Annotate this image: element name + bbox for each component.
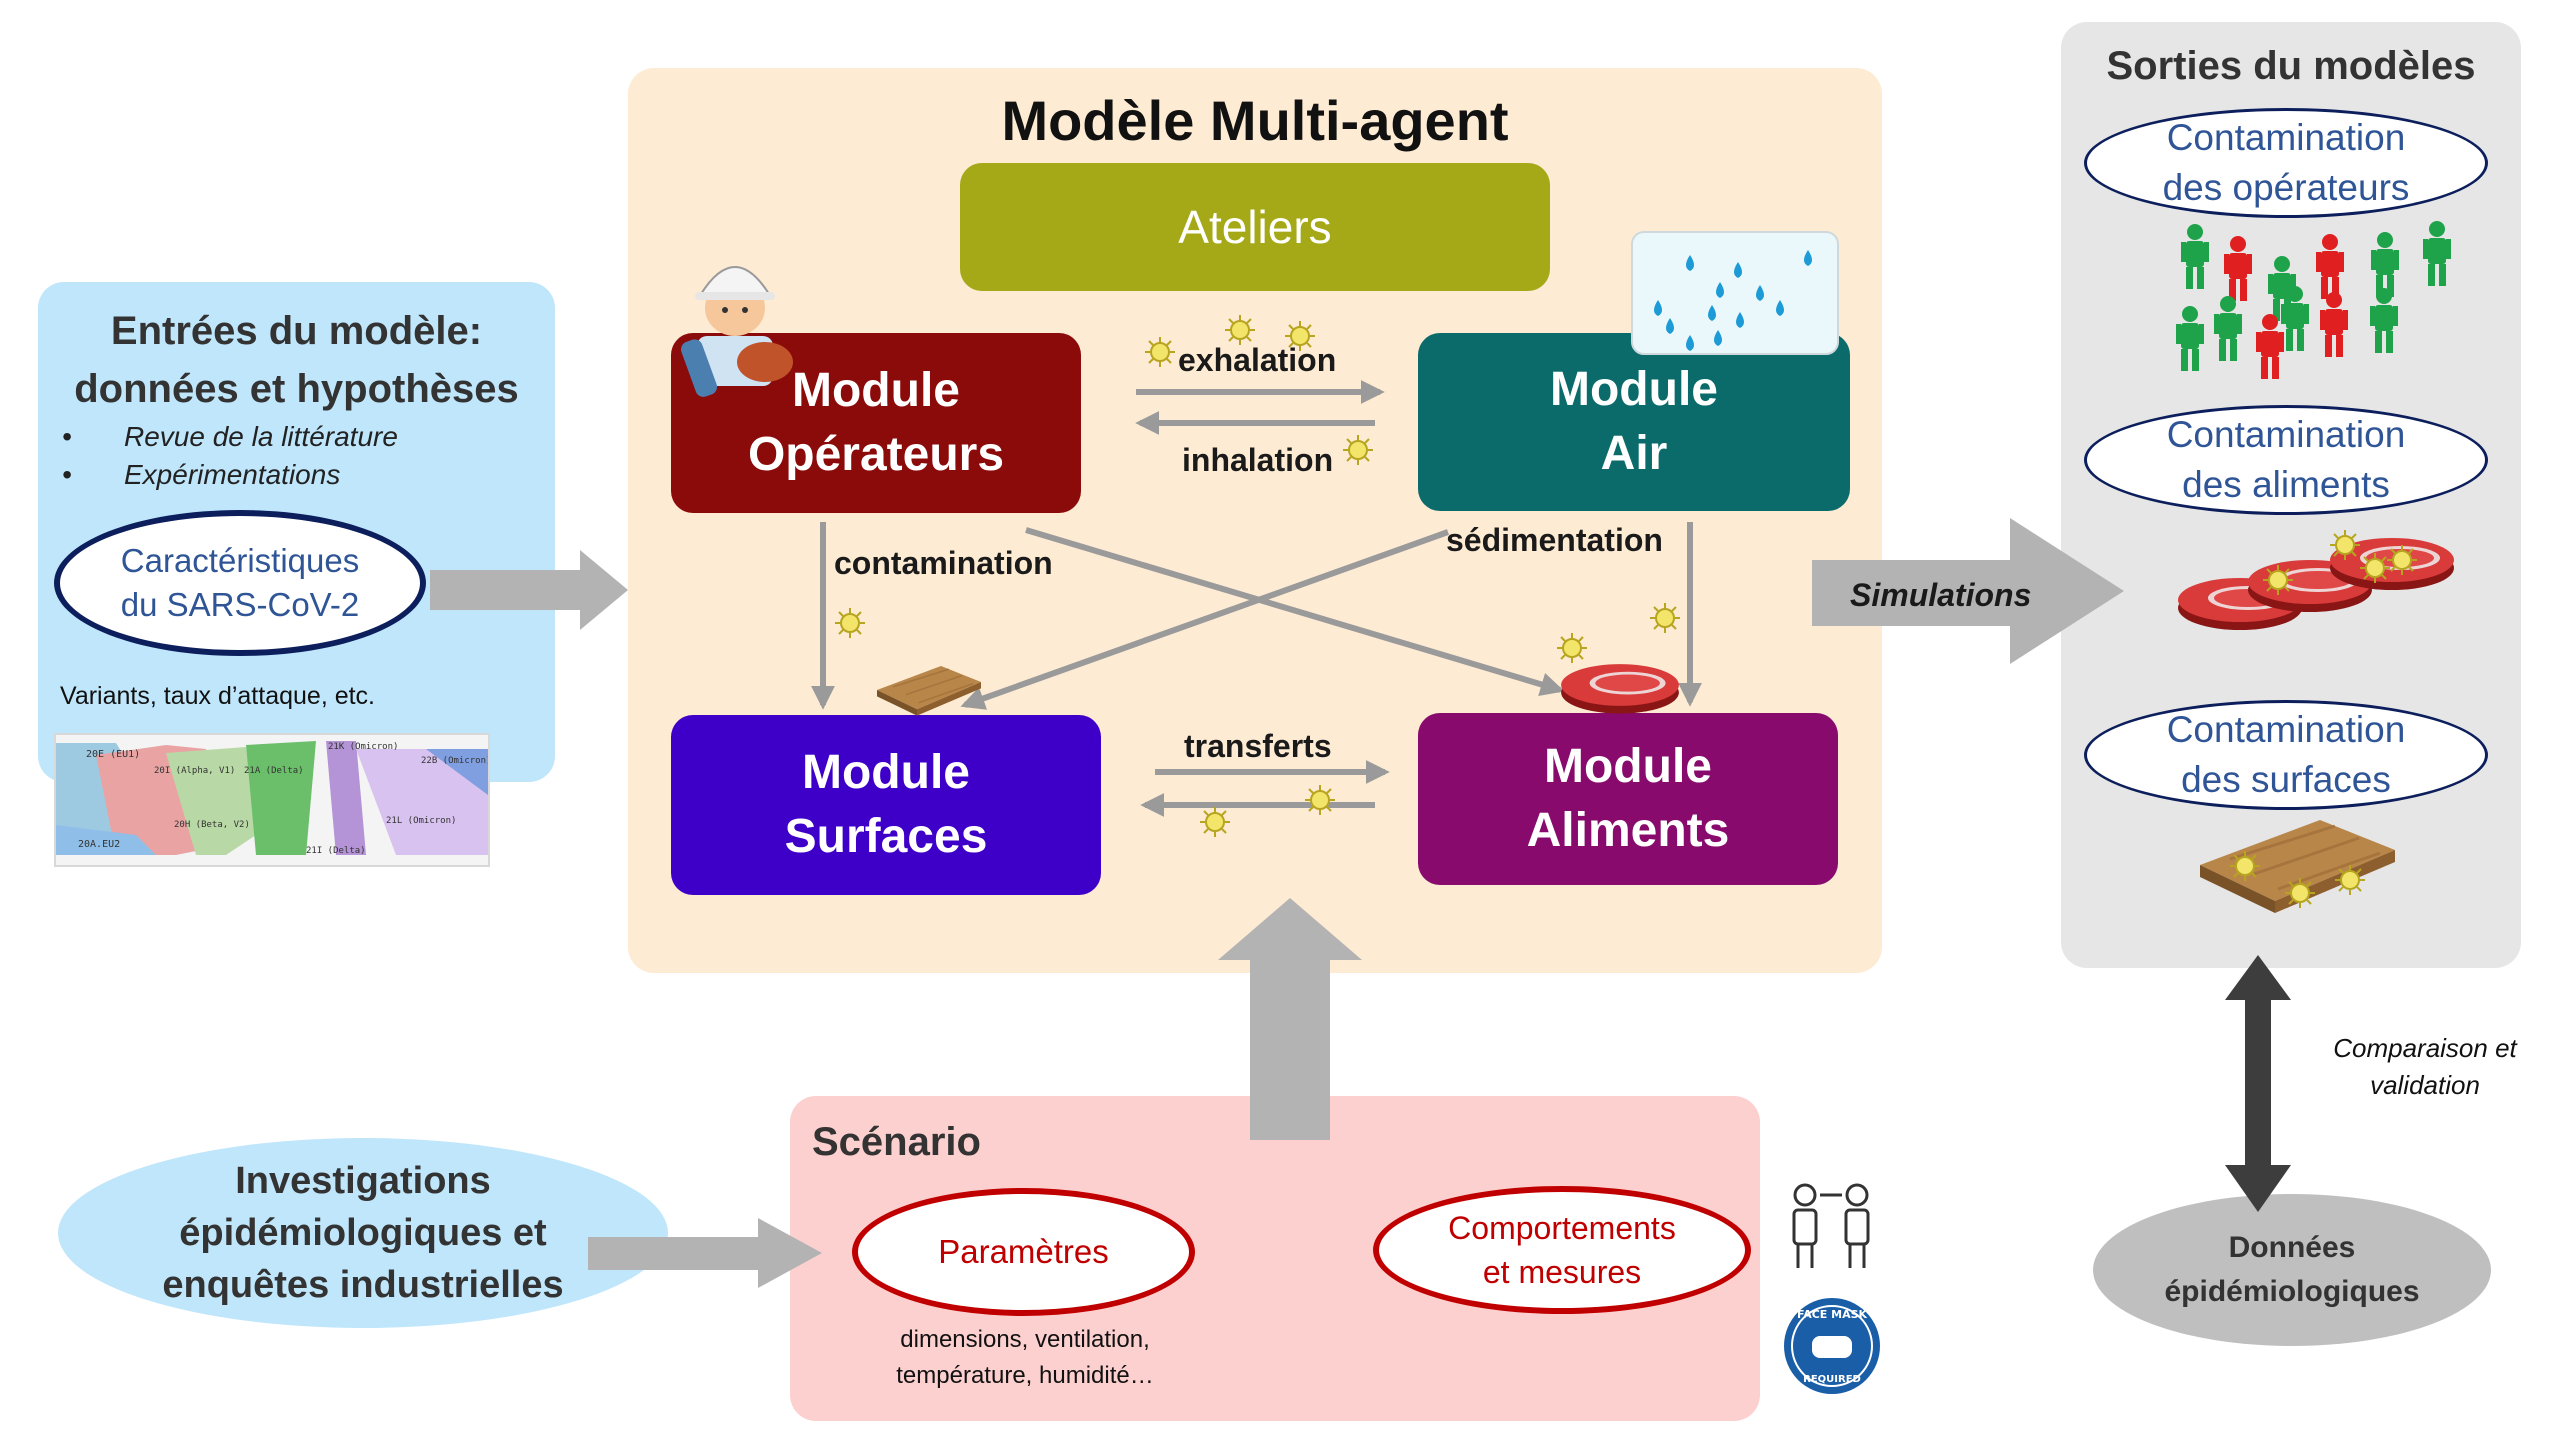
person-green-icon [2181, 224, 2209, 289]
operator-figure-icon [681, 266, 793, 397]
variant-label: 21A (Delta) [244, 766, 304, 776]
sars-cov2-ellipse: Caractéristiques du SARS-CoV-2 [54, 510, 426, 656]
variant-label: 20I (Alpha, V1) [154, 766, 235, 776]
variant-label: 21I (Delta) [306, 846, 366, 856]
investigations-to-scenario-arrow [588, 1218, 822, 1288]
person-red-icon [2316, 234, 2344, 299]
variants-note: Variants, taux d’attaque, etc. [60, 682, 376, 710]
person-red-icon [2320, 292, 2348, 357]
person-red-icon [2256, 314, 2284, 379]
variant-label: 20E (EU1) [86, 749, 140, 760]
social-distancing-icon [1792, 1183, 1870, 1268]
ateliers-box: Ateliers [960, 163, 1550, 291]
virus-icon [1556, 632, 1588, 664]
steak-icon [1561, 664, 1679, 714]
inhalation-label: inhalation [1182, 442, 1334, 478]
virus-icon [2334, 864, 2366, 896]
comparison-double-arrow [2225, 955, 2291, 1212]
inputs-title-line2: données et hypothèses [74, 367, 519, 411]
parametres-note: dimensions, ventilation,température, hum… [896, 1326, 1154, 1389]
virus-icon [1144, 336, 1176, 368]
virus-icon [2284, 877, 2316, 909]
person-red-icon [2224, 236, 2252, 301]
virus-icon [1224, 314, 1256, 346]
outputs-title: Sorties du modèles [2106, 44, 2476, 88]
variant-label: 22B (Omicron) [421, 756, 488, 766]
virus-icon [834, 607, 866, 639]
person-green-icon [2371, 232, 2399, 297]
operators-to-food-arrow [1025, 527, 1565, 696]
air-droplets-icon [1631, 231, 1839, 355]
person-green-icon [2176, 306, 2204, 371]
variant-label: 20A.EU2 [78, 839, 120, 850]
svg-text:REQUIRED: REQUIRED [1803, 1374, 1861, 1385]
bullet-item: •Expérimentations [62, 459, 341, 490]
scenario-to-model-arrow [1218, 898, 1362, 1140]
person-green-icon [2423, 221, 2451, 286]
inputs-to-model-arrow [430, 550, 628, 630]
virus-icon [1649, 602, 1681, 634]
virus-icon [1304, 784, 1336, 816]
variant-label: 21K (Omicron) [328, 742, 398, 752]
parametres-ellipse: Paramètres [852, 1188, 1195, 1316]
virus-icon [1342, 434, 1374, 466]
face-mask-required-icon: FACE MASK REQUIRED [1784, 1298, 1880, 1394]
person-green-icon [2370, 288, 2398, 353]
person-green-icon [2214, 296, 2242, 361]
virus-icon [1199, 806, 1231, 838]
exhalation-label: exhalation [1178, 342, 1337, 378]
simulations-arrow [1812, 518, 2124, 664]
contamination-label: contamination [834, 545, 1053, 581]
air-to-surface-arrow [960, 529, 1450, 710]
inputs-panel: Entrées du modèle: données et hypothèses… [38, 282, 555, 782]
contaminated-steaks-icon [2178, 529, 2454, 630]
scenario-title: Scénario [812, 1120, 981, 1164]
cutting-board-icon [876, 665, 982, 717]
simulations-label: Simulations [1850, 577, 2032, 613]
bullet-item: •Revue de la littérature [62, 421, 398, 452]
variant-chart-thumbnail: 20E (EU1) 20I (Alpha, V1) 21A (Delta) 21… [54, 733, 490, 867]
transferts-label: transferts [1184, 728, 1332, 764]
variant-label: 21L (Omicron) [386, 816, 456, 826]
model-title: Modèle Multi-agent [1001, 89, 1509, 152]
svg-text:FACE MASK: FACE MASK [1797, 1308, 1868, 1321]
sedimentation-label: sédimentation [1446, 522, 1663, 558]
virus-icon [2229, 850, 2261, 882]
variant-label: 20H (Beta, V2) [174, 820, 250, 830]
inputs-title-line1: Entrées du modèle: [110, 309, 483, 353]
